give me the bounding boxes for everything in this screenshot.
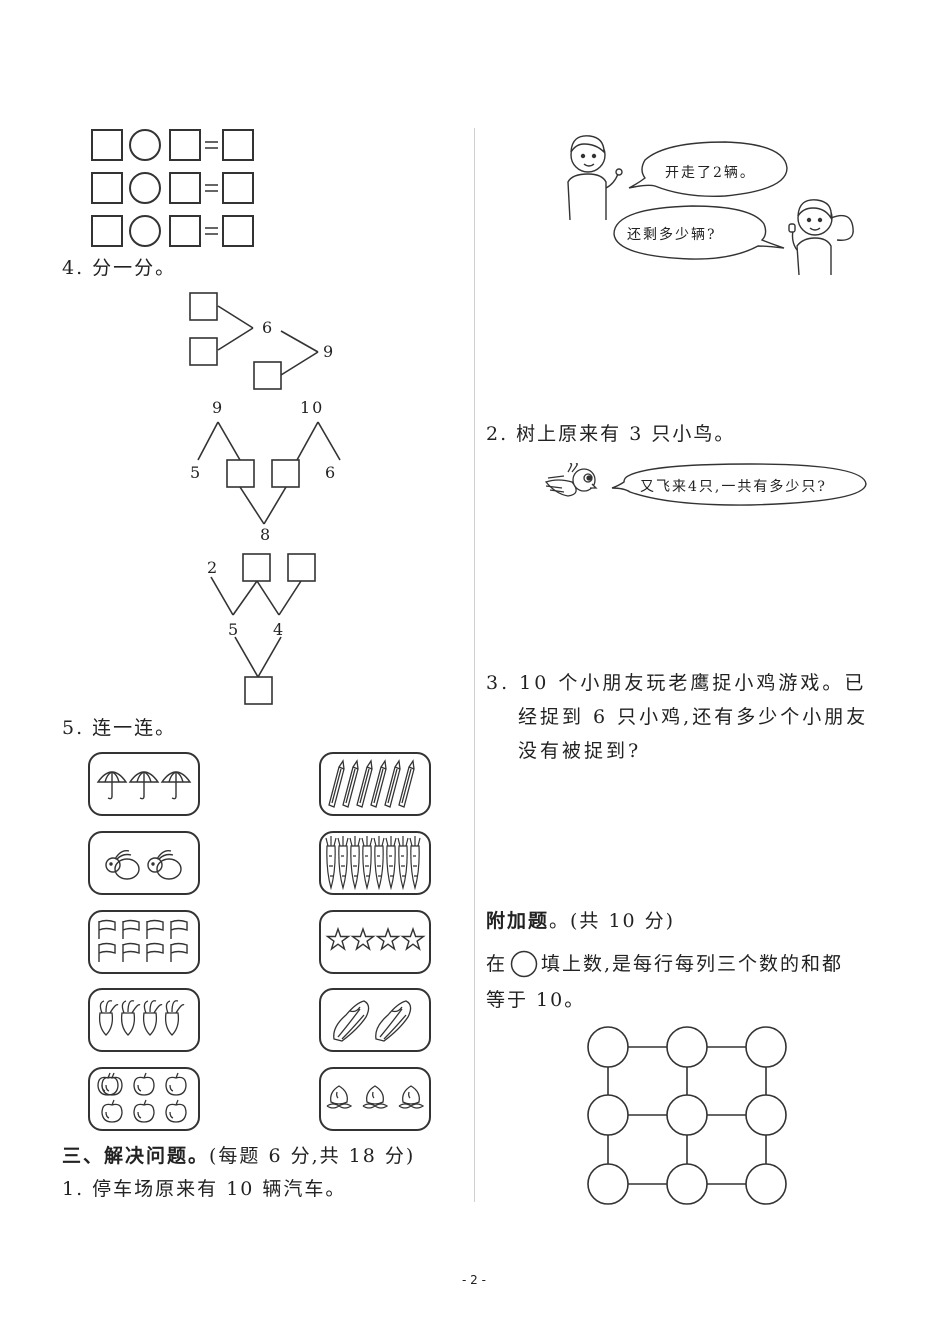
pic-apples[interactable] bbox=[88, 1067, 200, 1131]
pencil-icon bbox=[328, 759, 415, 808]
q4-d2-left-part: 5 bbox=[190, 463, 203, 482]
q4-d3-mid-left: 5 bbox=[228, 620, 241, 639]
boy-speech-bubble bbox=[628, 141, 788, 197]
answer-box bbox=[226, 459, 255, 488]
page-number: - 2 - bbox=[462, 1273, 486, 1287]
q4-d3-mid-right: 4 bbox=[273, 620, 286, 639]
pic-radishes[interactable] bbox=[88, 988, 200, 1052]
bird-illustration bbox=[544, 463, 598, 497]
rabbit-icon bbox=[105, 849, 182, 880]
q4-d2-left-top: 9 bbox=[212, 398, 225, 417]
pic-flags[interactable] bbox=[88, 910, 200, 974]
q4-d2-right-part: 6 bbox=[325, 463, 338, 482]
pic-carrots[interactable] bbox=[319, 831, 431, 895]
circle-grid bbox=[587, 1026, 787, 1205]
equation-row-2 bbox=[91, 172, 254, 204]
section3-score-note: (每题 6 分,共 18 分) bbox=[209, 1145, 416, 1167]
problem-3-line-3: 没有被捉到? bbox=[518, 740, 642, 762]
radish-icon bbox=[98, 1000, 185, 1036]
grid-circle[interactable] bbox=[745, 1026, 787, 1068]
bonus-instruction-line-1: 在 填上数,是每行每列三个数的和都 bbox=[486, 950, 843, 978]
grid-circle[interactable] bbox=[745, 1094, 787, 1136]
problem-1-text: 1. 停车场原来有 10 辆汽车。 bbox=[62, 1178, 347, 1200]
girl-illustration bbox=[788, 199, 854, 276]
answer-box bbox=[189, 292, 218, 321]
bird-speech-bubble bbox=[611, 463, 867, 506]
q4-diagram-2 bbox=[197, 421, 341, 525]
circle-icon bbox=[510, 950, 538, 978]
pic-pencils[interactable] bbox=[319, 752, 431, 816]
answer-box bbox=[244, 676, 273, 705]
q4-d1-total: 9 bbox=[323, 342, 336, 361]
q4-d1-middle: 6 bbox=[262, 318, 275, 337]
grid-circle[interactable] bbox=[666, 1026, 708, 1068]
answer-box bbox=[271, 459, 300, 488]
q4-diagram-1 bbox=[189, 292, 319, 390]
equation-rows bbox=[91, 129, 254, 247]
bird-bubble-text: 又飞来4只,一共有多少只? bbox=[640, 479, 827, 495]
section3-title: 三、解决问题。 bbox=[62, 1145, 210, 1167]
grid-circle[interactable] bbox=[666, 1094, 708, 1136]
bonus-instruction-line-2: 等于 10。 bbox=[486, 989, 586, 1011]
bonus-score-note: 。(共 10 分) bbox=[549, 910, 676, 932]
flag-icon bbox=[98, 919, 188, 963]
carrot-icon bbox=[325, 835, 421, 891]
girl-speech-bubble bbox=[613, 205, 785, 260]
peach-icon bbox=[326, 1085, 424, 1109]
problem-2-text: 2. 树上原来有 3 只小鸟。 bbox=[486, 423, 736, 445]
pic-stars[interactable] bbox=[319, 910, 431, 974]
boy-illustration bbox=[567, 135, 623, 221]
bonus-title: 附加题 bbox=[486, 910, 550, 932]
answer-box bbox=[287, 553, 316, 582]
grid-circle[interactable] bbox=[745, 1163, 787, 1205]
problem-3-line-1: 3. 10 个小朋友玩老鹰捉小鸡游戏。已 bbox=[486, 672, 867, 694]
apple-icon bbox=[97, 1072, 187, 1123]
bonus-instr-after: 填上数,是每行每列三个数的和都 bbox=[541, 952, 844, 975]
bonus-instr-before: 在 bbox=[486, 952, 508, 975]
q4-label: 4. 分一分。 bbox=[62, 257, 177, 279]
q4-d2-right-top: 10 bbox=[300, 398, 325, 417]
answer-box bbox=[253, 361, 282, 390]
equation-row-3 bbox=[91, 215, 254, 247]
problem-3-line-2: 经捉到 6 只小鸡,还有多少个小朋友 bbox=[518, 706, 869, 728]
grid-circle[interactable] bbox=[666, 1163, 708, 1205]
answer-box bbox=[242, 553, 271, 582]
grid-circle[interactable] bbox=[587, 1094, 629, 1136]
pic-rabbits[interactable] bbox=[88, 831, 200, 895]
q4-diagram-3 bbox=[210, 553, 316, 705]
girl-bubble-text: 还剩多少辆? bbox=[627, 227, 717, 243]
q4-d3-left-top: 2 bbox=[207, 558, 220, 577]
q4-d2-bottom: 8 bbox=[260, 525, 273, 544]
grid-circle[interactable] bbox=[587, 1163, 629, 1205]
problem-3-text: 3. 10 个小朋友玩老鹰捉小鸡游戏。已 经捉到 6 只小鸡,还有多少个小朋友 … bbox=[486, 666, 868, 768]
pic-umbrellas[interactable] bbox=[88, 752, 200, 816]
bonus-heading: 附加题。(共 10 分) bbox=[486, 912, 675, 931]
column-divider bbox=[474, 128, 475, 1202]
grid-circle[interactable] bbox=[587, 1026, 629, 1068]
pic-peaches[interactable] bbox=[319, 1067, 431, 1131]
answer-box bbox=[189, 337, 218, 366]
pic-cabbages[interactable] bbox=[319, 988, 431, 1052]
equation-row-1 bbox=[91, 129, 254, 161]
cabbage-icon bbox=[333, 1000, 412, 1042]
star-icon bbox=[325, 926, 425, 951]
boy-bubble-text: 开走了2辆。 bbox=[665, 165, 756, 181]
umbrella-icon bbox=[96, 771, 192, 800]
section3-heading: 三、解决问题。(每题 6 分,共 18 分) bbox=[62, 1147, 415, 1166]
q5-label: 5. 连一连。 bbox=[62, 717, 177, 739]
